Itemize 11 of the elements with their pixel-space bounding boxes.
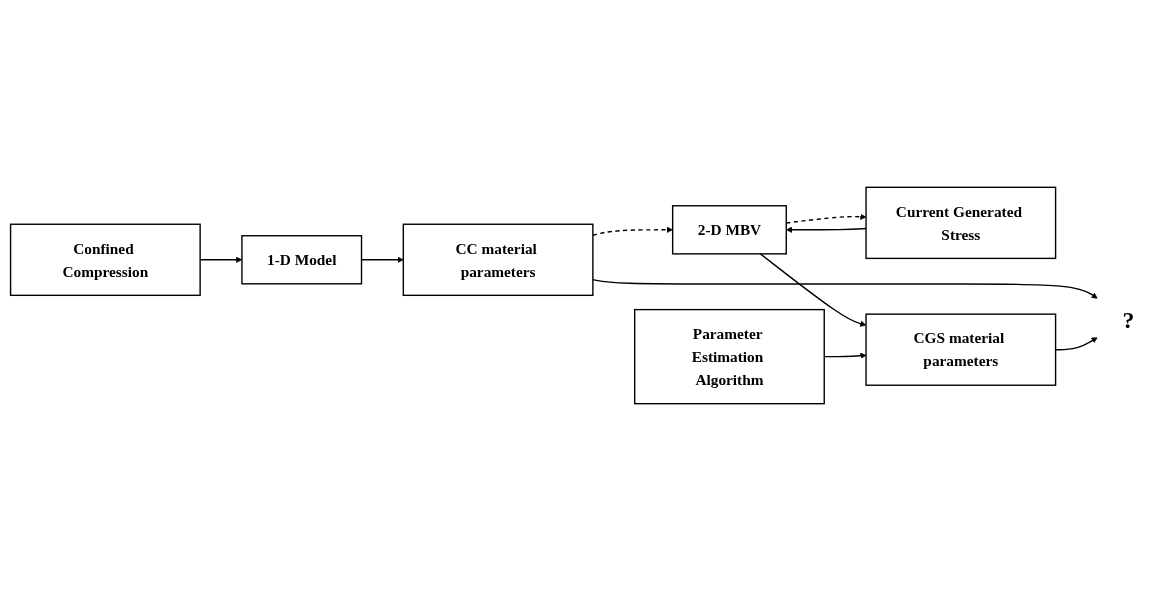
node-box: 2-D MBV [671, 205, 787, 255]
arrow [759, 253, 866, 327]
node-box: 1-D Model [240, 235, 362, 285]
arrow [823, 352, 866, 359]
node-box: CC material parameters [402, 223, 594, 297]
node-box: Current Generated Stress [864, 186, 1056, 260]
node-box: Parameter Estimation Algorithm [633, 308, 825, 405]
node-box: CGS material parameters [864, 313, 1056, 386]
node-box: Confined Compression [9, 223, 201, 297]
node-text: ? [1121, 306, 1134, 333]
arrow [785, 213, 866, 224]
